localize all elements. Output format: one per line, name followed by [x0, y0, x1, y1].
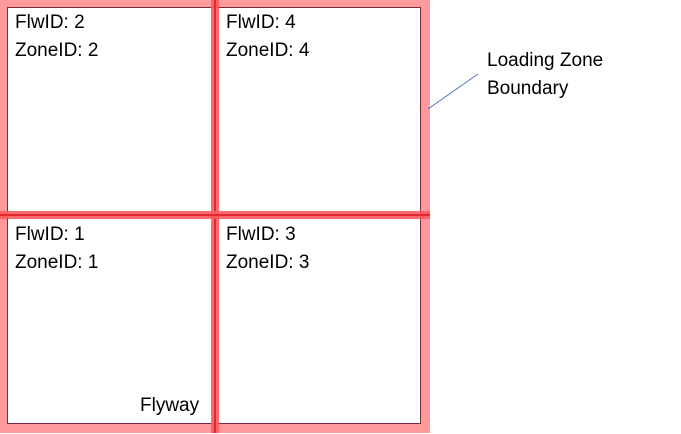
loading-zone-boundary-callout: Loading Zone Boundary: [487, 47, 603, 103]
zone-bottom-right-zone-label: ZoneID: 3: [226, 252, 310, 273]
zone-bottom-right-flw-label: FlwID: 3: [226, 224, 296, 245]
zone-top-right-zone-label: ZoneID: 4: [226, 40, 310, 61]
callout-line-1: Loading Zone: [487, 50, 604, 71]
zone-bottom-left-zone-label: ZoneID: 1: [15, 252, 99, 273]
zone-top-right-flw-label: FlwID: 4: [226, 12, 296, 33]
horizontal-zone-divider-core: [0, 214, 430, 216]
zone-top-left-flw-label: FlwID: 2: [15, 12, 85, 33]
flyway-label: Flyway: [140, 395, 200, 416]
zone-bottom-left-flw-label: FlwID: 1: [15, 224, 85, 245]
zone-top-left-zone-label: ZoneID: 2: [15, 40, 99, 61]
callout-line-2: Boundary: [487, 78, 569, 99]
